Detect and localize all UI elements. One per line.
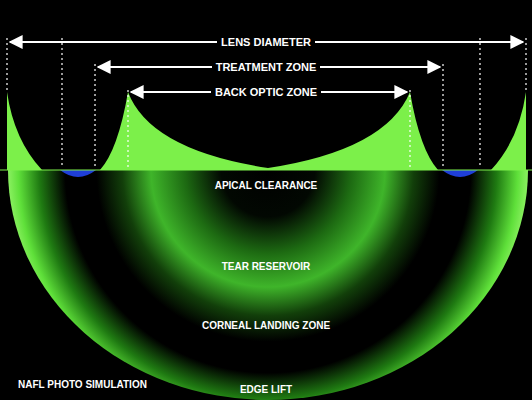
baseline	[0, 170, 532, 171]
lens-profile	[491, 92, 526, 170]
dotted-guides	[7, 38, 526, 168]
zone-label: CORNEAL LANDING ZONE	[198, 319, 334, 332]
lens-profile	[7, 92, 42, 170]
zone-label: TEAR RESERVOIR	[218, 260, 315, 273]
landing-zone	[60, 170, 96, 177]
dimension-label: TREATMENT ZONE	[212, 61, 321, 74]
zone-label: EDGE LIFT	[236, 383, 296, 396]
zone-label: APICAL CLEARANCE	[211, 179, 322, 192]
dimension-label: BACK OPTIC ZONE	[211, 86, 321, 99]
cornea-glow	[8, 170, 528, 400]
landing-zone	[442, 170, 478, 177]
lens-profile	[100, 92, 438, 170]
watermark: NAFL PHOTO SIMULATION	[14, 378, 151, 391]
dimension-arrows	[10, 42, 523, 92]
dimension-label: LENS DIAMETER	[217, 36, 315, 49]
